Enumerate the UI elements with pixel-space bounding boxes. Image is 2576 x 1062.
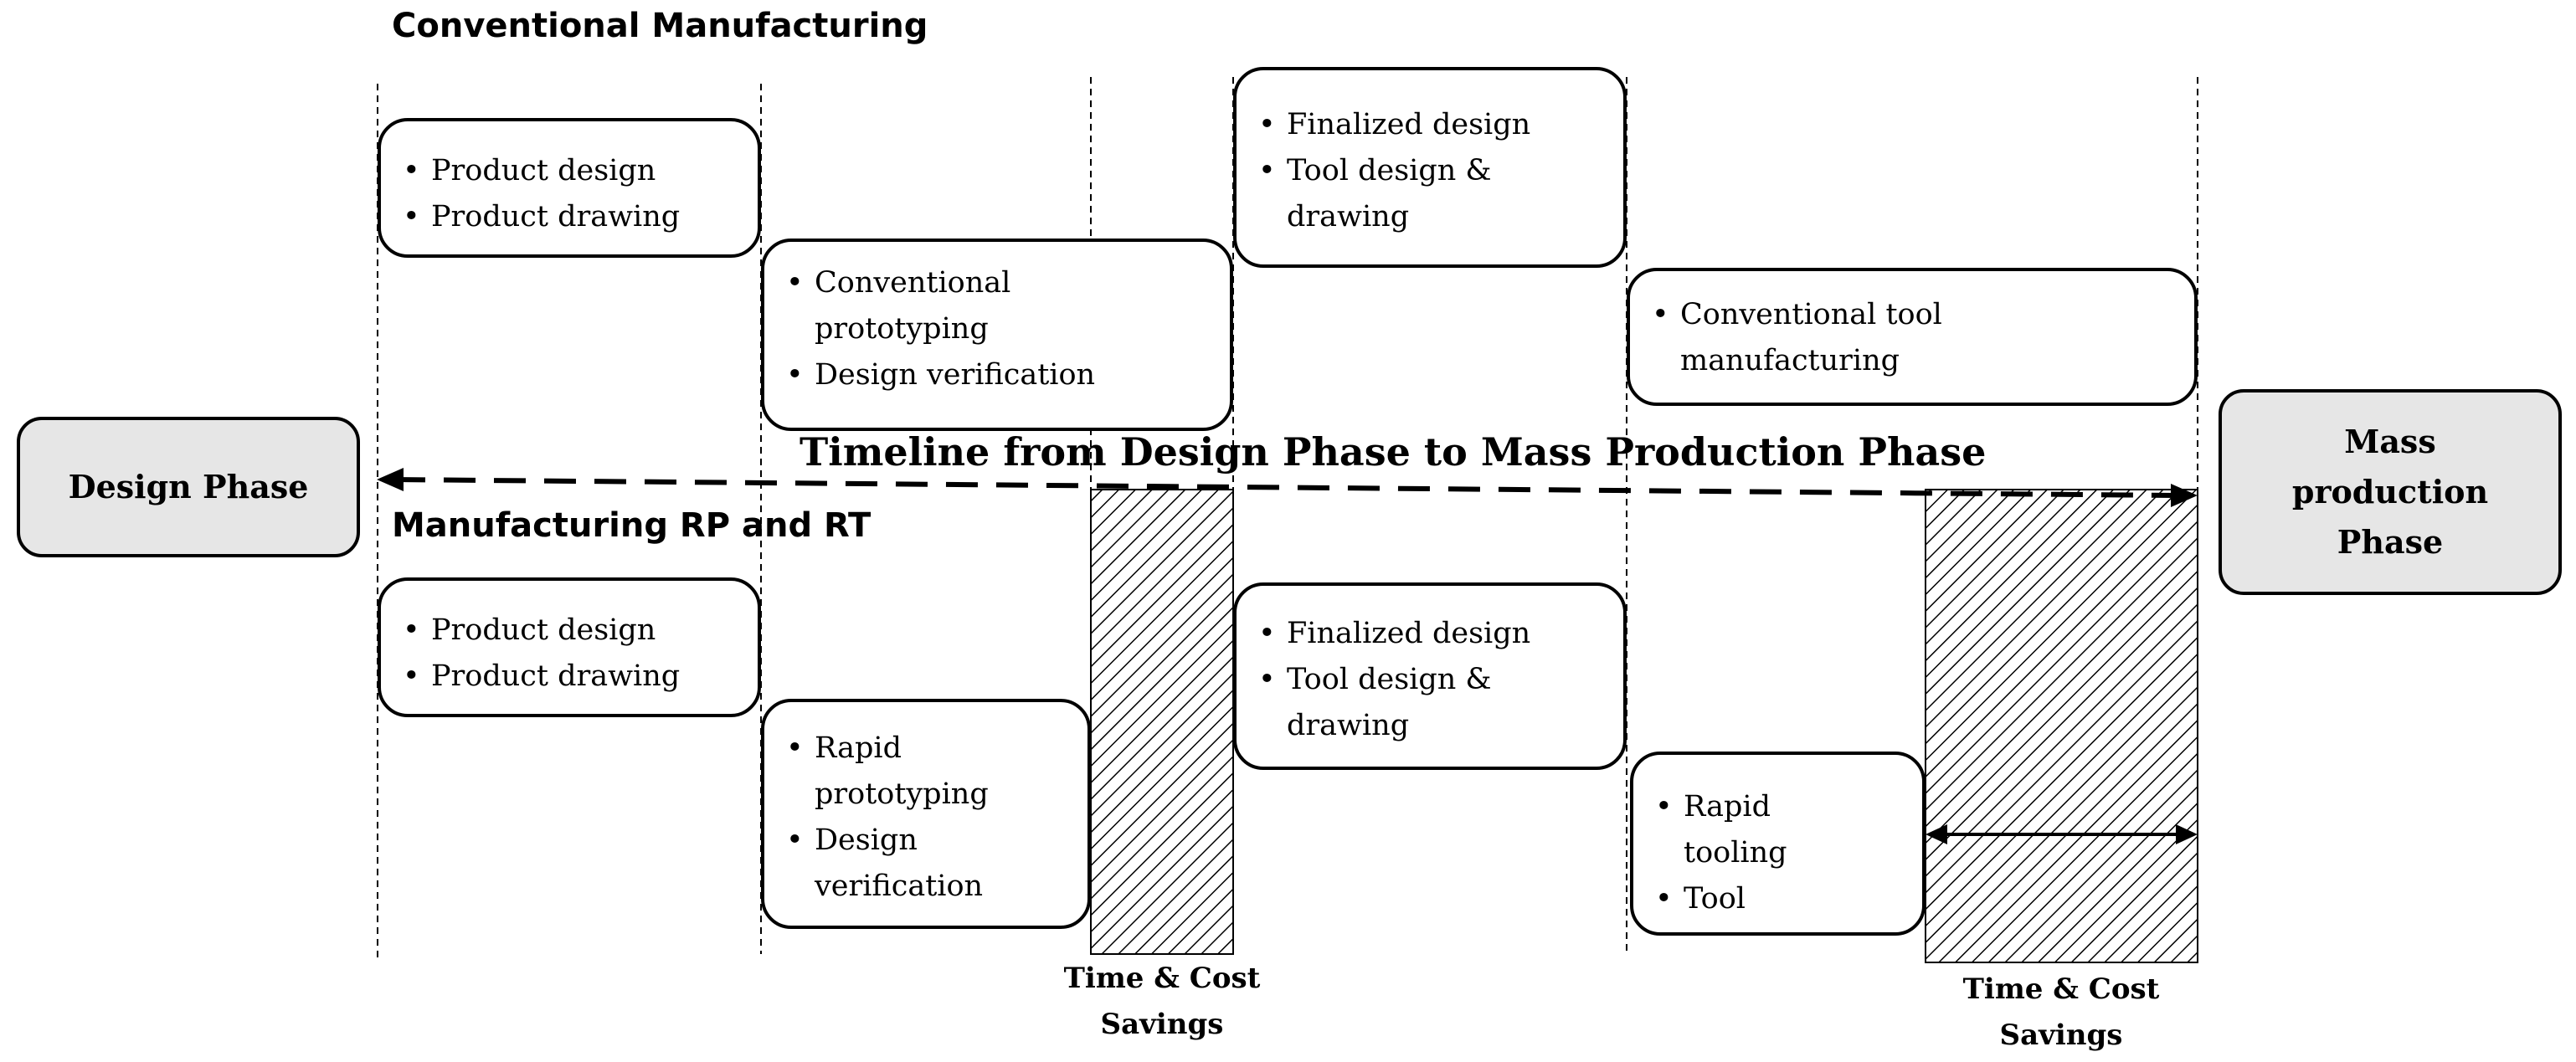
conventional-prototyping-box: Conventional prototyping Design verifica… bbox=[761, 239, 1233, 431]
savings-label-1: Time & Cost Savings bbox=[1063, 962, 1261, 1041]
savings-arrowhead-right bbox=[2176, 824, 2198, 844]
rp-prototyping-box: Rapid prototyping Design verification bbox=[761, 699, 1091, 929]
list-item: Tool design & drawing bbox=[1247, 148, 1555, 240]
design-phase-label: Design Phase bbox=[68, 468, 309, 505]
list-item: Design verification bbox=[774, 352, 1220, 398]
timeline-arrow bbox=[393, 477, 2178, 498]
savings-arrowhead-left bbox=[1926, 824, 1947, 844]
timeline-arrowhead-left bbox=[377, 468, 404, 491]
conventional-tool-design-box: Finalized design Tool design & drawing bbox=[1233, 67, 1627, 268]
rp-tool-design-box: Finalized design Tool design & drawing bbox=[1233, 582, 1627, 770]
rp-design-list: Product design Product drawing bbox=[391, 608, 748, 700]
conventional-design-list: Product design Product drawing bbox=[391, 148, 748, 240]
savings-label-2: Time & Cost Savings bbox=[1962, 972, 2160, 1052]
design-phase-box: Design Phase bbox=[17, 417, 360, 557]
list-item: Product design bbox=[391, 148, 748, 194]
conventional-design-box: Product design Product drawing bbox=[378, 118, 761, 258]
list-item: Design verification bbox=[774, 818, 1032, 910]
rp-rapid-tooling-list: Rapid tooling Tool bbox=[1643, 784, 1912, 922]
list-item: Conventional prototyping bbox=[774, 260, 1057, 352]
list-item: Product design bbox=[391, 608, 748, 654]
timeline-label: Timeline from Design Phase to Mass Produ… bbox=[800, 429, 1987, 475]
list-item: Tool bbox=[1643, 876, 1912, 922]
list-item: Finalized design bbox=[1247, 611, 1613, 657]
list-item: Product drawing bbox=[391, 194, 748, 240]
conventional-manufacturing-title: Conventional Manufacturing bbox=[392, 7, 928, 45]
conventional-tool-manufacturing-box: Conventional tool manufacturing bbox=[1627, 268, 2198, 406]
conventional-tool-manufacturing-list: Conventional tool manufacturing bbox=[1640, 292, 2184, 384]
mass-production-phase-label: Mass production Phase bbox=[2291, 423, 2489, 561]
conventional-tool-design-list: Finalized design Tool design & drawing bbox=[1247, 102, 1613, 240]
list-item: Rapid tooling bbox=[1643, 784, 1851, 876]
conventional-prototyping-list: Conventional prototyping Design verifica… bbox=[774, 260, 1220, 398]
rp-rt-manufacturing-title: Manufacturing RP and RT bbox=[392, 506, 872, 545]
rp-design-box: Product design Product drawing bbox=[378, 577, 761, 717]
rp-prototyping-list: Rapid prototyping Design verification bbox=[774, 726, 1077, 910]
list-item: Conventional tool manufacturing bbox=[1640, 292, 2032, 384]
rp-rapid-tooling-box: Rapid tooling Tool bbox=[1630, 752, 1926, 936]
mass-production-phase-box: Mass production Phase bbox=[2219, 389, 2562, 595]
list-item: Product drawing bbox=[391, 654, 748, 700]
savings-hatch-2 bbox=[1925, 489, 2198, 963]
list-item: Tool design & drawing bbox=[1247, 657, 1555, 749]
savings-hatch-1 bbox=[1090, 489, 1234, 955]
list-item: Rapid prototyping bbox=[774, 726, 1032, 818]
timeline-arrowhead-right bbox=[2171, 484, 2198, 507]
list-item: Finalized design bbox=[1247, 102, 1613, 148]
rp-tool-design-list: Finalized design Tool design & drawing bbox=[1247, 611, 1613, 749]
